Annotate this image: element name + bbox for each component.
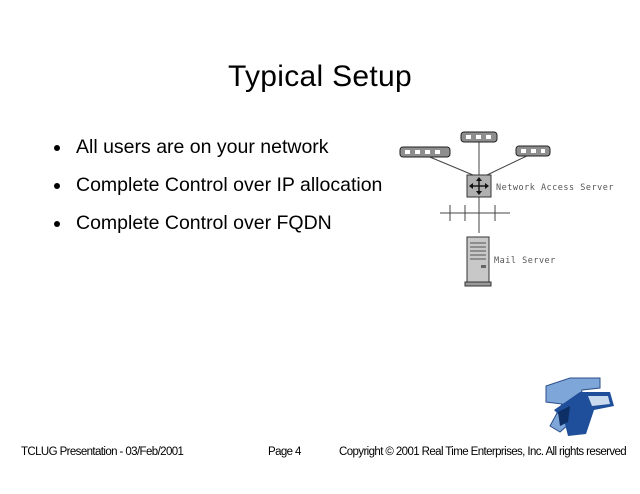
router-label: Network Access Server — [496, 183, 614, 193]
network-diagram: Network Access Server Mail Server — [399, 131, 614, 287]
modem-icon — [460, 131, 498, 143]
footer-copyright: Copyright © 2001 Real Time Enterprises, … — [339, 446, 627, 458]
bullet-dot-icon — [54, 221, 60, 227]
server-icon — [464, 236, 492, 287]
bullet-item: All users are on your network — [54, 135, 384, 160]
connection-lines — [424, 139, 534, 233]
bullet-dot-icon — [54, 183, 60, 189]
modem-icon — [399, 146, 451, 158]
slide-title: Typical Setup — [227, 60, 412, 93]
router-icon — [466, 174, 492, 198]
bullet-item: Complete Control over IP allocation — [54, 173, 384, 198]
bullet-text: All users are on your network — [76, 136, 329, 158]
bullet-list: All users are on your network Complete C… — [54, 135, 384, 249]
company-logo-icon — [545, 377, 614, 436]
footer-presentation: TCLUG Presentation - 03/Feb/2001 — [21, 446, 184, 458]
bullet-text: Complete Control over FQDN — [76, 212, 332, 234]
bullet-dot-icon — [54, 145, 60, 151]
footer-page-number: Page 4 — [268, 446, 301, 458]
modem-icon — [515, 145, 551, 157]
bullet-text: Complete Control over IP allocation — [76, 174, 383, 196]
server-label: Mail Server — [494, 256, 556, 266]
bullet-item: Complete Control over FQDN — [54, 211, 384, 236]
